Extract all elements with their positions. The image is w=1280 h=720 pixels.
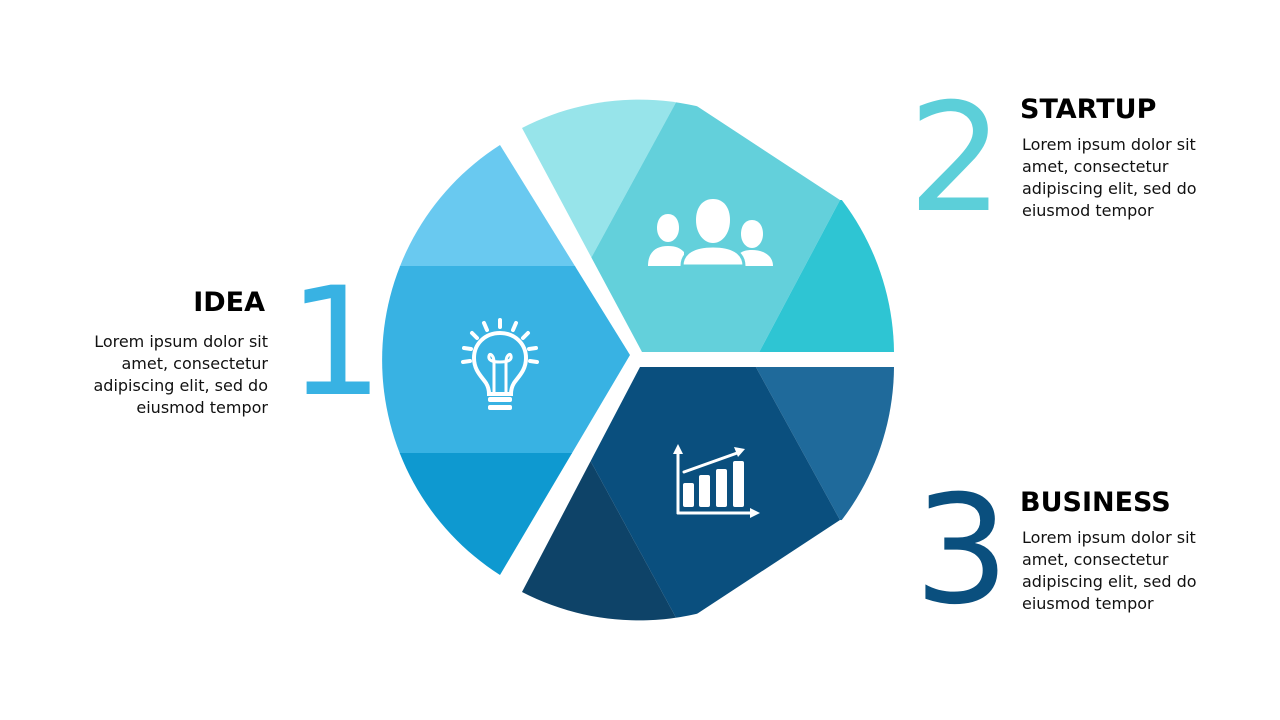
step-description-startup: Lorem ipsum dolor sit amet, consectetur …	[1022, 135, 1197, 220]
step-number-2: 2	[908, 72, 1004, 246]
business-segment	[522, 367, 894, 621]
lightbulb-icon	[461, 318, 539, 410]
people-icon	[648, 199, 773, 268]
step-number-3: 3	[914, 464, 1010, 638]
step-description-business: Lorem ipsum dolor sit amet, consectetur …	[1022, 528, 1197, 613]
growth-chart-icon	[673, 444, 760, 518]
step-title-idea: IDEA	[193, 287, 265, 318]
step-description-idea: Lorem ipsum dolor sit amet, consectetur …	[93, 332, 268, 417]
step-title-startup: STARTUP	[1020, 94, 1157, 125]
step-title-business: BUSINESS	[1020, 487, 1171, 518]
business-band-middle	[590, 367, 840, 621]
step-number-1: 1	[288, 256, 384, 430]
